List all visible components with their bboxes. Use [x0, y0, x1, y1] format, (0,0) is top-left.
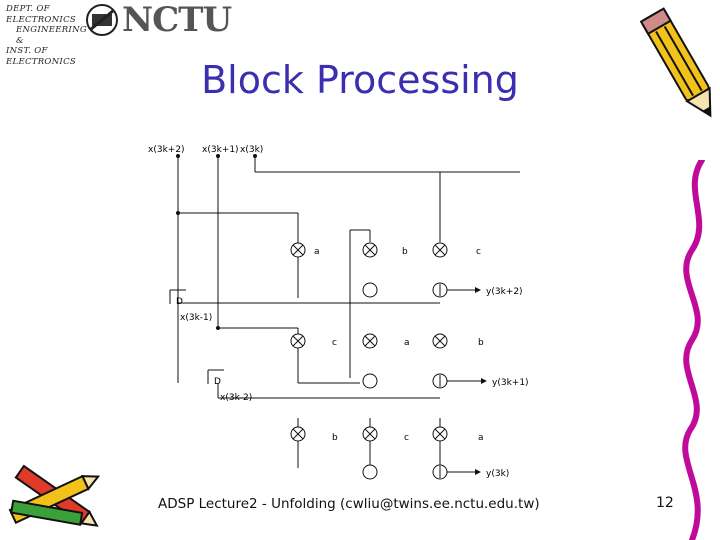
coefficient-label: b [478, 338, 484, 348]
output-label: y(3k+1) [492, 378, 529, 388]
multiplier-node [290, 426, 306, 442]
coefficient-label: a [404, 338, 410, 348]
logo-line-3: INST. OF ELECTRONICS [6, 46, 77, 67]
brand-logo: NCTU [122, 0, 232, 40]
dept-logo: DEPT. OF ELECTRONICS ENGINEERING & INST.… [4, 0, 232, 67]
delay-element: D [207, 369, 224, 387]
slide-title: Block Processing [201, 58, 519, 102]
logo-line-1: DEPT. OF ELECTRONICS [6, 4, 77, 25]
logo-text: DEPT. OF ELECTRONICS ENGINEERING & INST.… [6, 4, 87, 67]
logo-line-2: ENGINEERING & [16, 25, 87, 46]
pencil-icon [640, 7, 712, 118]
multiplier-node [432, 333, 448, 349]
adder-node [432, 373, 448, 389]
adder-node [362, 282, 378, 298]
adder-node [432, 282, 448, 298]
delay-element: D [169, 289, 186, 307]
multiplier-node [362, 333, 378, 349]
delay-label: D [176, 297, 183, 307]
multiplier-node [290, 333, 306, 349]
multiplier-node [362, 242, 378, 258]
adder-node [362, 373, 378, 389]
delay-label: D [214, 377, 221, 387]
coefficient-label: b [402, 247, 408, 257]
pencils-icon [8, 464, 101, 527]
adder-node [432, 464, 448, 480]
input-label: x(3k+2) [148, 145, 185, 155]
block-diagram: x(3k+2) x(3k+1) x(3k) D x(3k-1) D x(3k-2… [148, 145, 529, 480]
page-number: 12 [656, 495, 674, 511]
decorative-squiggle-icon [682, 160, 705, 540]
multiplier-node [432, 426, 448, 442]
slide-footer: ADSP Lecture2 - Unfolding (cwliu@twins.e… [158, 496, 540, 512]
coefficient-label: c [476, 247, 481, 257]
multiplier-node [290, 242, 306, 258]
emblem-icon [86, 4, 118, 36]
input-label: x(3k+1) [202, 145, 239, 155]
coefficient-label: c [404, 433, 409, 443]
coefficient-label: c [332, 338, 337, 348]
multiplier-node [432, 242, 448, 258]
delayed-signal-label: x(3k-1) [180, 313, 212, 323]
coefficient-label: a [478, 433, 484, 443]
output-label: y(3k+2) [486, 287, 523, 297]
delayed-signal-label: x(3k-2) [220, 393, 252, 403]
multiplier-node [362, 426, 378, 442]
coefficient-label: a [314, 247, 320, 257]
coefficient-label: b [332, 433, 338, 443]
output-label: y(3k) [486, 469, 509, 479]
input-label: x(3k) [240, 145, 263, 155]
adder-node [362, 464, 378, 480]
